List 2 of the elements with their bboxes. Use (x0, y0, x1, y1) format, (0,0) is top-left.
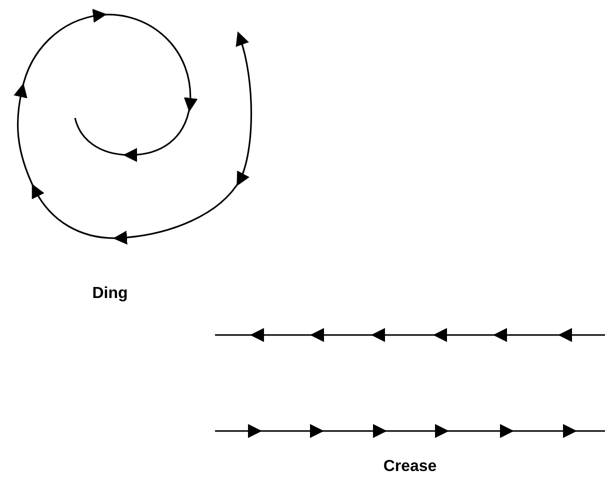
caption-label: Ding (92, 285, 128, 303)
caption-label: Crease (383, 458, 437, 476)
